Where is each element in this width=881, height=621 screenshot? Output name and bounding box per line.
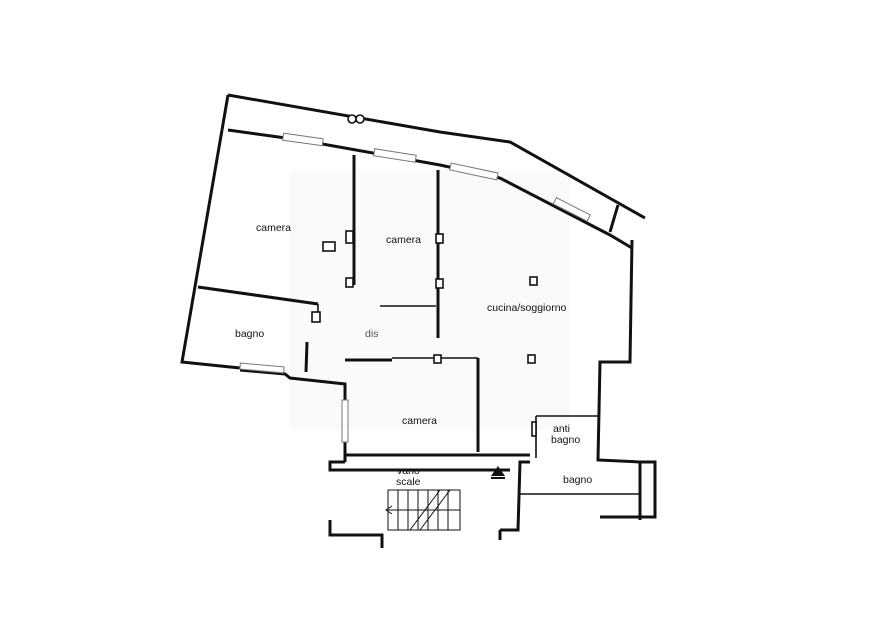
room-label-bagno-2: bagno <box>563 474 592 486</box>
room-labels: camera camera cucina/soggiorno bagno dis… <box>235 222 592 488</box>
room-label-vano-line2: scale <box>396 476 421 488</box>
room-label-vano-line1: vano <box>397 465 420 477</box>
room-label-camera-1: camera <box>256 222 291 234</box>
room-label-dis: dis <box>365 328 378 340</box>
pillars <box>311 114 538 437</box>
room-label-camera-2: camera <box>386 234 421 246</box>
room-label-bagno-1: bagno <box>235 328 264 340</box>
interior-walls <box>197 155 640 495</box>
room-label-camera-3: camera <box>402 415 437 427</box>
watermark <box>290 170 570 430</box>
windows <box>239 132 591 443</box>
room-label-anti-bagno-line2: bagno <box>551 434 580 446</box>
room-label-cucina-soggiorno: cucina/soggiorno <box>487 302 567 314</box>
room-label-anti-bagno-line1: anti <box>553 423 570 435</box>
north-marker-icon <box>491 466 505 479</box>
staircase <box>385 489 461 531</box>
